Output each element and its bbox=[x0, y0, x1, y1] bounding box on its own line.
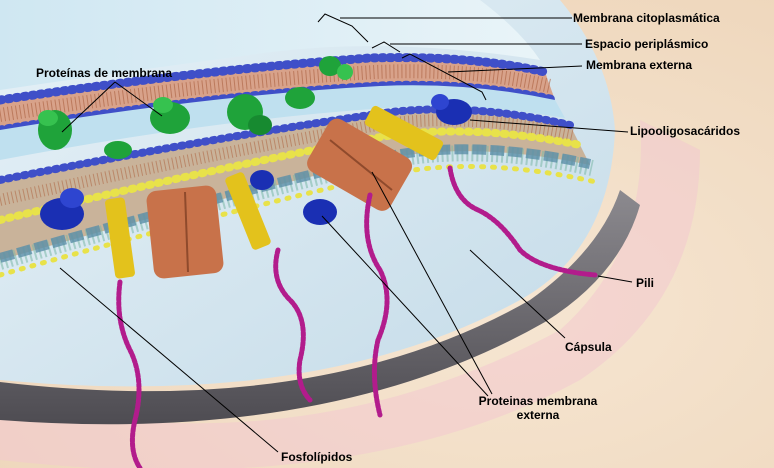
label-membrana-citoplasmatica: Membrana citoplasmática bbox=[573, 11, 720, 25]
label-capsula: Cápsula bbox=[565, 340, 612, 354]
label-espacio-periplasmico: Espacio periplásmico bbox=[585, 37, 708, 51]
label-pili: Pili bbox=[636, 276, 654, 290]
label-membrana-externa: Membrana externa bbox=[586, 58, 692, 72]
label-lipooligosacaridos: Lipooligosacáridos bbox=[630, 124, 740, 138]
label-proteinas-membrana-externa: Proteinas membrana externa bbox=[468, 394, 608, 422]
label-fosfolipidos: Fosfolípidos bbox=[281, 450, 352, 464]
label-proteinas-de-membrana: Proteínas de membrana bbox=[36, 66, 172, 80]
